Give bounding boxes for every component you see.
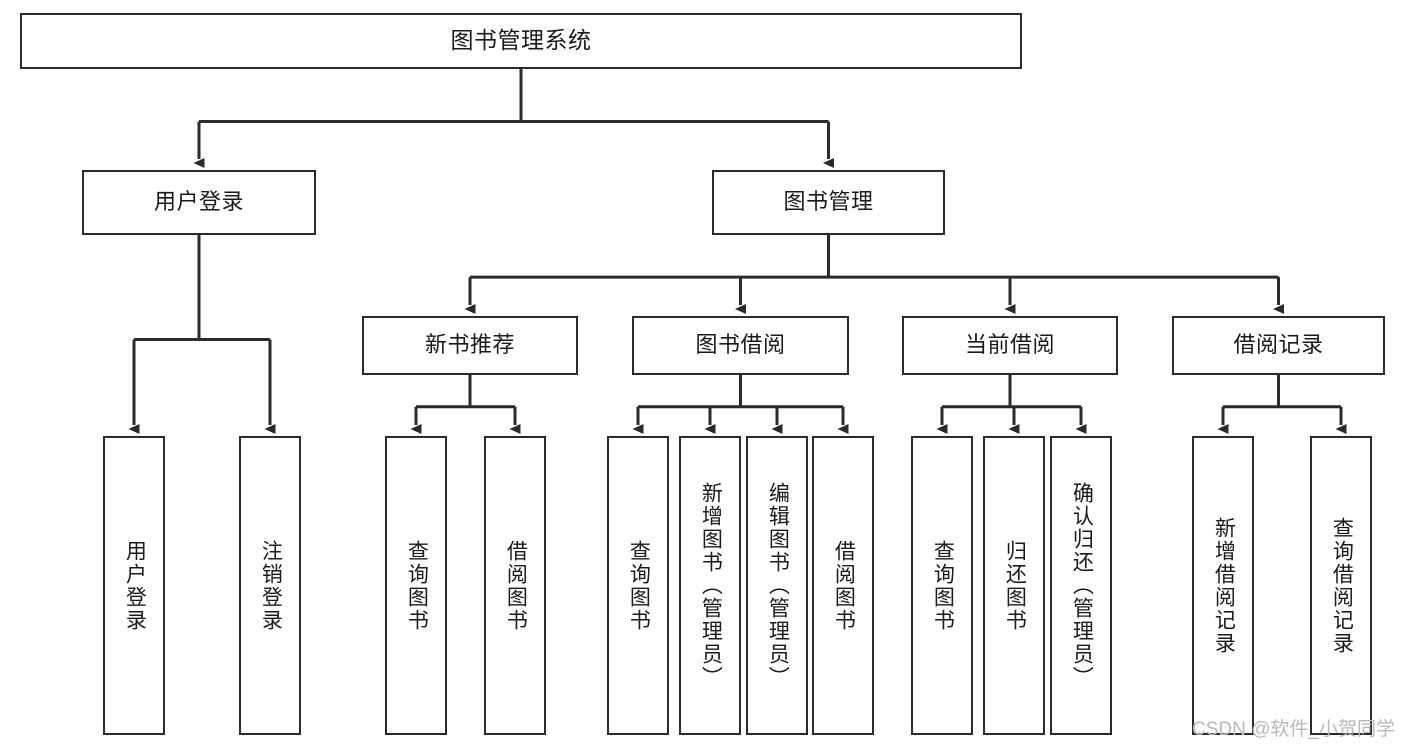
node-leaf-newrec-1[interactable]: 查询图书 <box>385 436 447 735</box>
node-label-borrow: 图书借阅 <box>695 332 786 358</box>
node-label-records: 借阅记录 <box>1233 332 1324 358</box>
node-label-leaf-borrow-4: 借阅图书 <box>832 539 856 632</box>
node-leaf-current-3[interactable]: 确认归还（管理员） <box>1050 436 1112 735</box>
node-label-bookmgmt: 图书管理 <box>783 189 874 215</box>
edges-group <box>128 69 1347 434</box>
node-leaf-borrow-3[interactable]: 编辑图书（管理员） <box>746 436 808 735</box>
node-label-leaf-login-2: 注销登录 <box>259 539 283 632</box>
node-label-leaf-records-2: 查询借阅记录 <box>1330 516 1354 655</box>
node-leaf-borrow-1[interactable]: 查询图书 <box>607 436 669 735</box>
node-current[interactable]: 当前借阅 <box>902 316 1118 375</box>
node-leaf-login-1[interactable]: 用户登录 <box>103 436 165 735</box>
node-label-leaf-login-1: 用户登录 <box>123 539 147 632</box>
node-label-leaf-borrow-3: 编辑图书（管理员） <box>766 482 790 689</box>
node-label-leaf-current-2: 归还图书 <box>1003 539 1027 632</box>
node-leaf-borrow-4[interactable]: 借阅图书 <box>812 436 874 735</box>
node-leaf-newrec-2[interactable]: 借阅图书 <box>484 436 546 735</box>
node-borrow[interactable]: 图书借阅 <box>632 316 849 375</box>
node-label-newrec: 新书推荐 <box>424 332 515 358</box>
node-label-leaf-current-1: 查询图书 <box>931 539 955 632</box>
node-label-leaf-borrow-2: 新增图书（管理员） <box>699 482 723 689</box>
node-label-current: 当前借阅 <box>964 332 1055 358</box>
node-leaf-current-2[interactable]: 归还图书 <box>983 436 1045 735</box>
node-records[interactable]: 借阅记录 <box>1172 316 1385 375</box>
node-label-leaf-borrow-1: 查询图书 <box>627 539 651 632</box>
node-leaf-records-1[interactable]: 新增借阅记录 <box>1192 436 1254 735</box>
node-label-leaf-current-3: 确认归还（管理员） <box>1070 482 1094 689</box>
node-leaf-records-2[interactable]: 查询借阅记录 <box>1310 436 1372 735</box>
node-label-leaf-newrec-1: 查询图书 <box>405 539 429 632</box>
node-root[interactable]: 图书管理系统 <box>20 13 1022 69</box>
node-label-leaf-newrec-2: 借阅图书 <box>504 539 528 632</box>
node-label-login: 用户登录 <box>153 189 244 215</box>
node-label-root: 图书管理系统 <box>450 27 592 54</box>
node-leaf-borrow-2[interactable]: 新增图书（管理员） <box>679 436 741 735</box>
node-leaf-current-1[interactable]: 查询图书 <box>911 436 973 735</box>
node-bookmgmt[interactable]: 图书管理 <box>712 170 945 235</box>
node-leaf-login-2[interactable]: 注销登录 <box>239 436 301 735</box>
node-login[interactable]: 用户登录 <box>82 170 316 235</box>
node-label-leaf-records-1: 新增借阅记录 <box>1212 516 1236 655</box>
node-newrec[interactable]: 新书推荐 <box>362 316 578 375</box>
